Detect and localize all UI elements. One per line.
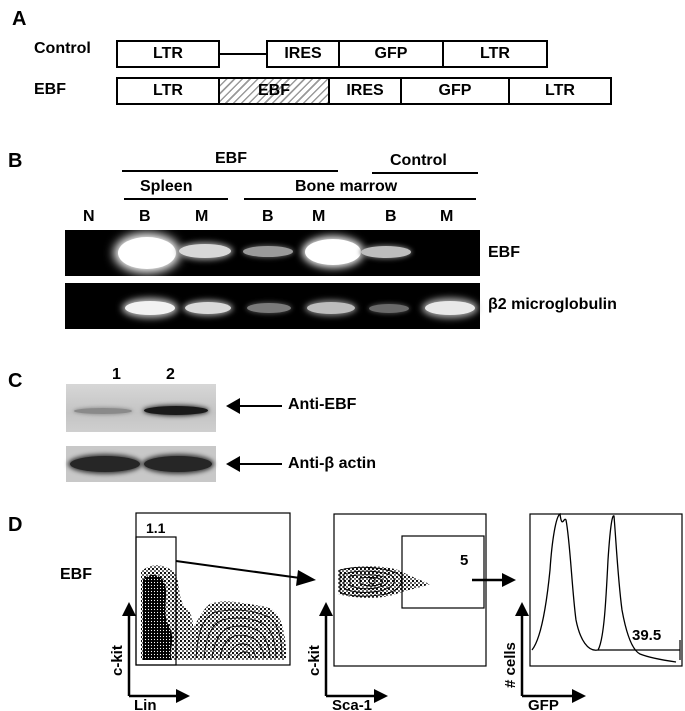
ebf-ltr-right: LTR	[508, 77, 612, 105]
gel-ebf-band-control-b	[361, 246, 411, 258]
blot-anti-ebf	[66, 384, 216, 432]
gel-b2m-band-5	[369, 304, 409, 313]
group-control-label: Control	[390, 152, 447, 169]
plot2-xlabel: Sca-1	[332, 697, 372, 711]
panel-b-letter: B	[8, 150, 23, 172]
plot1-xlabel: Lin	[134, 697, 157, 711]
sub-bone-marrow-label: Bone marrow	[295, 178, 398, 195]
blot-ebf-band-lane1	[74, 408, 132, 414]
gel-b2m-band-1	[125, 301, 175, 315]
plot2-y-axis-arrowhead	[319, 602, 333, 616]
gel-b2m-band-6	[425, 301, 475, 315]
gel-b2m-band-2	[185, 302, 231, 314]
panel-d-letter: D	[8, 514, 23, 536]
anti-ebf-arrow	[230, 405, 282, 407]
plot1-dense-core	[143, 574, 173, 660]
blot-actin-band-lane2	[144, 456, 212, 472]
lane-label-m3: M	[440, 208, 454, 225]
lane-label-n: N	[83, 208, 95, 225]
gel-ebf-band-spleen-m	[179, 244, 231, 258]
blot-ebf-band-lane2	[144, 406, 208, 415]
plot1-gate	[135, 536, 177, 666]
plot1-gate-value: 1.1	[146, 520, 166, 536]
plot2-dot-cloud	[338, 566, 430, 598]
control-linker	[220, 53, 268, 55]
gel-b2m-band-3	[247, 303, 291, 313]
group-ebf-bar	[122, 170, 338, 172]
plot2-contours	[339, 566, 402, 597]
plot3-frame	[529, 513, 683, 667]
plot2-gate	[401, 535, 485, 609]
plot3-gate-value: 39.5	[632, 627, 661, 644]
sub-spleen-label: Spleen	[140, 178, 193, 195]
ebf-insert: EBF	[218, 77, 330, 105]
plot2-gate-value: 5	[460, 552, 468, 569]
control-ires: IRES	[266, 40, 340, 68]
plot3-y-axis-arrowhead	[515, 602, 529, 616]
plot1-x-axis-arrowhead	[176, 689, 190, 703]
plot1-ylabel: c-kit	[109, 645, 126, 676]
gel-ebf-band-bm-m	[305, 239, 361, 265]
flow-cytometry-figure: 1.1 c-kit Lin 5 c-kit Sca-1	[109, 512, 683, 711]
anti-ebf-arrowhead	[226, 398, 240, 414]
anti-actin-arrowhead	[226, 456, 240, 472]
lane-1-label: 1	[112, 366, 121, 383]
lane-2-label: 2	[166, 366, 175, 383]
gel-ebf-band-spleen-b	[118, 237, 176, 269]
flow-plot-sca1-ckit: 5 c-kit Sca-1	[306, 513, 516, 711]
plot1-to-plot2-arrowhead	[296, 570, 316, 586]
gel-ebf-label: EBF	[488, 244, 520, 261]
group-control-bar	[372, 172, 478, 174]
gel-b2m-label: β2 microglobulin	[488, 296, 617, 313]
gel-b2m	[65, 283, 480, 329]
plot2-frame	[333, 513, 487, 667]
flow-plot-lin-ckit: 1.1 c-kit Lin	[109, 512, 316, 711]
group-ebf-label: EBF	[215, 150, 247, 167]
plot1-dot-cloud-right	[176, 601, 286, 660]
plot2-x-axis-arrowhead	[374, 689, 388, 703]
plot3-x-axis-arrowhead	[572, 689, 586, 703]
control-ltr-right: LTR	[442, 40, 548, 68]
control-ltr-left: LTR	[116, 40, 220, 68]
lane-label-m2: M	[312, 208, 326, 225]
plot3-xlabel: GFP	[528, 697, 559, 711]
gel-ebf	[65, 230, 480, 276]
ebf-construct-label: EBF	[34, 81, 66, 98]
control-gfp: GFP	[338, 40, 444, 68]
sub-spleen-bar	[124, 198, 228, 200]
anti-actin-label: Anti-β actin	[288, 455, 376, 472]
lane-label-b2: B	[262, 208, 274, 225]
blot-anti-actin	[66, 446, 216, 482]
plot3-ylabel: # cells	[502, 642, 519, 688]
flow-histogram-gfp: 39.5 # cells GFP	[502, 513, 683, 711]
plot3-histogram-line	[531, 513, 677, 663]
lane-label-b1: B	[139, 208, 151, 225]
sub-bone-marrow-bar	[244, 198, 476, 200]
plot1-to-plot2-arrow	[175, 560, 301, 579]
panel-a-letter: A	[12, 8, 27, 30]
ebf-gfp: GFP	[400, 77, 510, 105]
blot-actin-band-lane1	[70, 456, 140, 472]
lane-label-b3: B	[385, 208, 397, 225]
sample-ebf-label: EBF	[60, 566, 92, 583]
lane-label-m1: M	[195, 208, 209, 225]
plot2-ylabel: c-kit	[306, 645, 323, 676]
gel-ebf-band-bm-b	[243, 246, 293, 257]
ebf-ltr-left: LTR	[116, 77, 220, 105]
panel-c-letter: C	[8, 370, 23, 392]
ebf-ires: IRES	[328, 77, 402, 105]
anti-actin-arrow	[230, 463, 282, 465]
plot2-to-plot3-arrowhead	[502, 573, 516, 587]
plot1-y-axis-arrowhead	[122, 602, 136, 616]
gel-b2m-band-4	[307, 302, 355, 314]
control-label: Control	[34, 40, 91, 57]
plot1-contours	[195, 609, 283, 659]
anti-ebf-label: Anti-EBF	[288, 396, 357, 413]
